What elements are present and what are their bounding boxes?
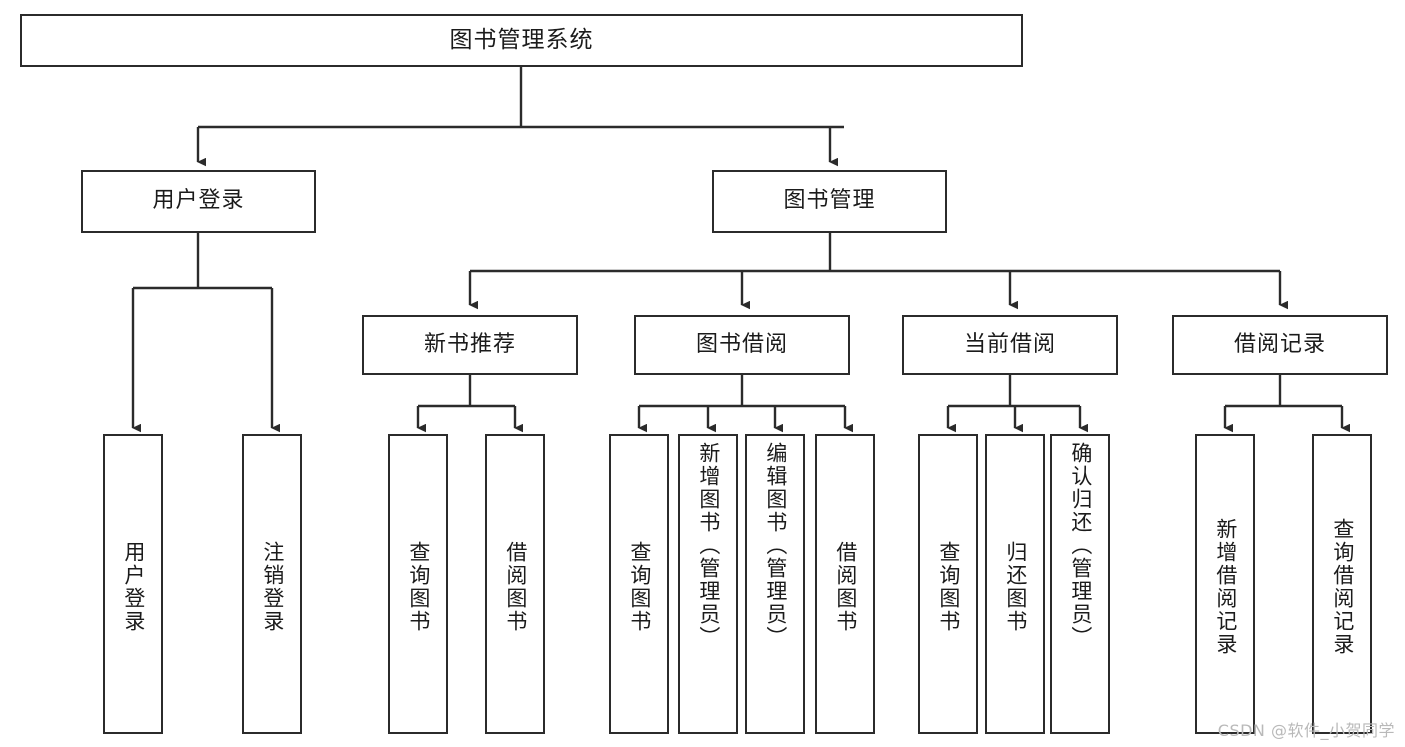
node-borrow-record[interactable]: 借阅记录: [1172, 315, 1388, 375]
node-label: 编辑图书（管理员）: [763, 442, 788, 649]
node-label: 确认归还（管理员）: [1068, 442, 1093, 649]
leaf-book-borrow-query-book[interactable]: 查询图书: [609, 434, 669, 734]
node-label: 查询图书: [627, 541, 652, 633]
leaf-current-borrow-query-book[interactable]: 查询图书: [918, 434, 978, 734]
leaf-user-login-login[interactable]: 用户登录: [103, 434, 163, 734]
node-user-login[interactable]: 用户登录: [81, 170, 316, 233]
node-label: 用户登录: [152, 188, 245, 214]
node-label: 图书借阅: [695, 331, 788, 357]
node-label: 查询借阅记录: [1330, 518, 1355, 656]
node-label: 注销登录: [260, 541, 285, 633]
node-label: 借阅图书: [833, 541, 858, 633]
node-root-book-management-system[interactable]: 图书管理系统: [20, 14, 1023, 67]
leaf-current-borrow-confirm-return-admin[interactable]: 确认归还（管理员）: [1050, 434, 1110, 734]
node-label: 归还图书: [1003, 541, 1028, 633]
node-label: 查询图书: [406, 541, 431, 633]
leaf-borrow-record-add-record[interactable]: 新增借阅记录: [1195, 434, 1255, 734]
node-label: 图书管理系统: [449, 26, 594, 53]
leaf-new-book-borrow-book[interactable]: 借阅图书: [485, 434, 545, 734]
node-new-book-recommend[interactable]: 新书推荐: [362, 315, 578, 375]
node-book-borrow[interactable]: 图书借阅: [634, 315, 850, 375]
node-label: 新增图书（管理员）: [696, 442, 721, 649]
leaf-borrow-record-query-record[interactable]: 查询借阅记录: [1312, 434, 1372, 734]
leaf-book-borrow-edit-book-admin[interactable]: 编辑图书（管理员）: [745, 434, 805, 734]
leaf-new-book-query-book[interactable]: 查询图书: [388, 434, 448, 734]
csdn-watermark: CSDN @软件_小贺同学: [1217, 721, 1395, 740]
node-label: 借阅图书: [503, 541, 528, 633]
leaf-book-borrow-borrow-book[interactable]: 借阅图书: [815, 434, 875, 734]
node-label: 当前借阅: [963, 331, 1056, 357]
node-label: 查询图书: [936, 541, 961, 633]
node-current-borrow[interactable]: 当前借阅: [902, 315, 1118, 375]
node-label: 新增借阅记录: [1213, 518, 1238, 656]
leaf-book-borrow-add-book-admin[interactable]: 新增图书（管理员）: [678, 434, 738, 734]
node-book-management[interactable]: 图书管理: [712, 170, 947, 233]
node-label: 用户登录: [121, 541, 146, 633]
leaf-current-borrow-return-book[interactable]: 归还图书: [985, 434, 1045, 734]
node-label: 借阅记录: [1233, 331, 1326, 357]
node-label: 新书推荐: [423, 331, 516, 357]
node-label: 图书管理: [783, 188, 876, 214]
leaf-user-login-logout[interactable]: 注销登录: [242, 434, 302, 734]
